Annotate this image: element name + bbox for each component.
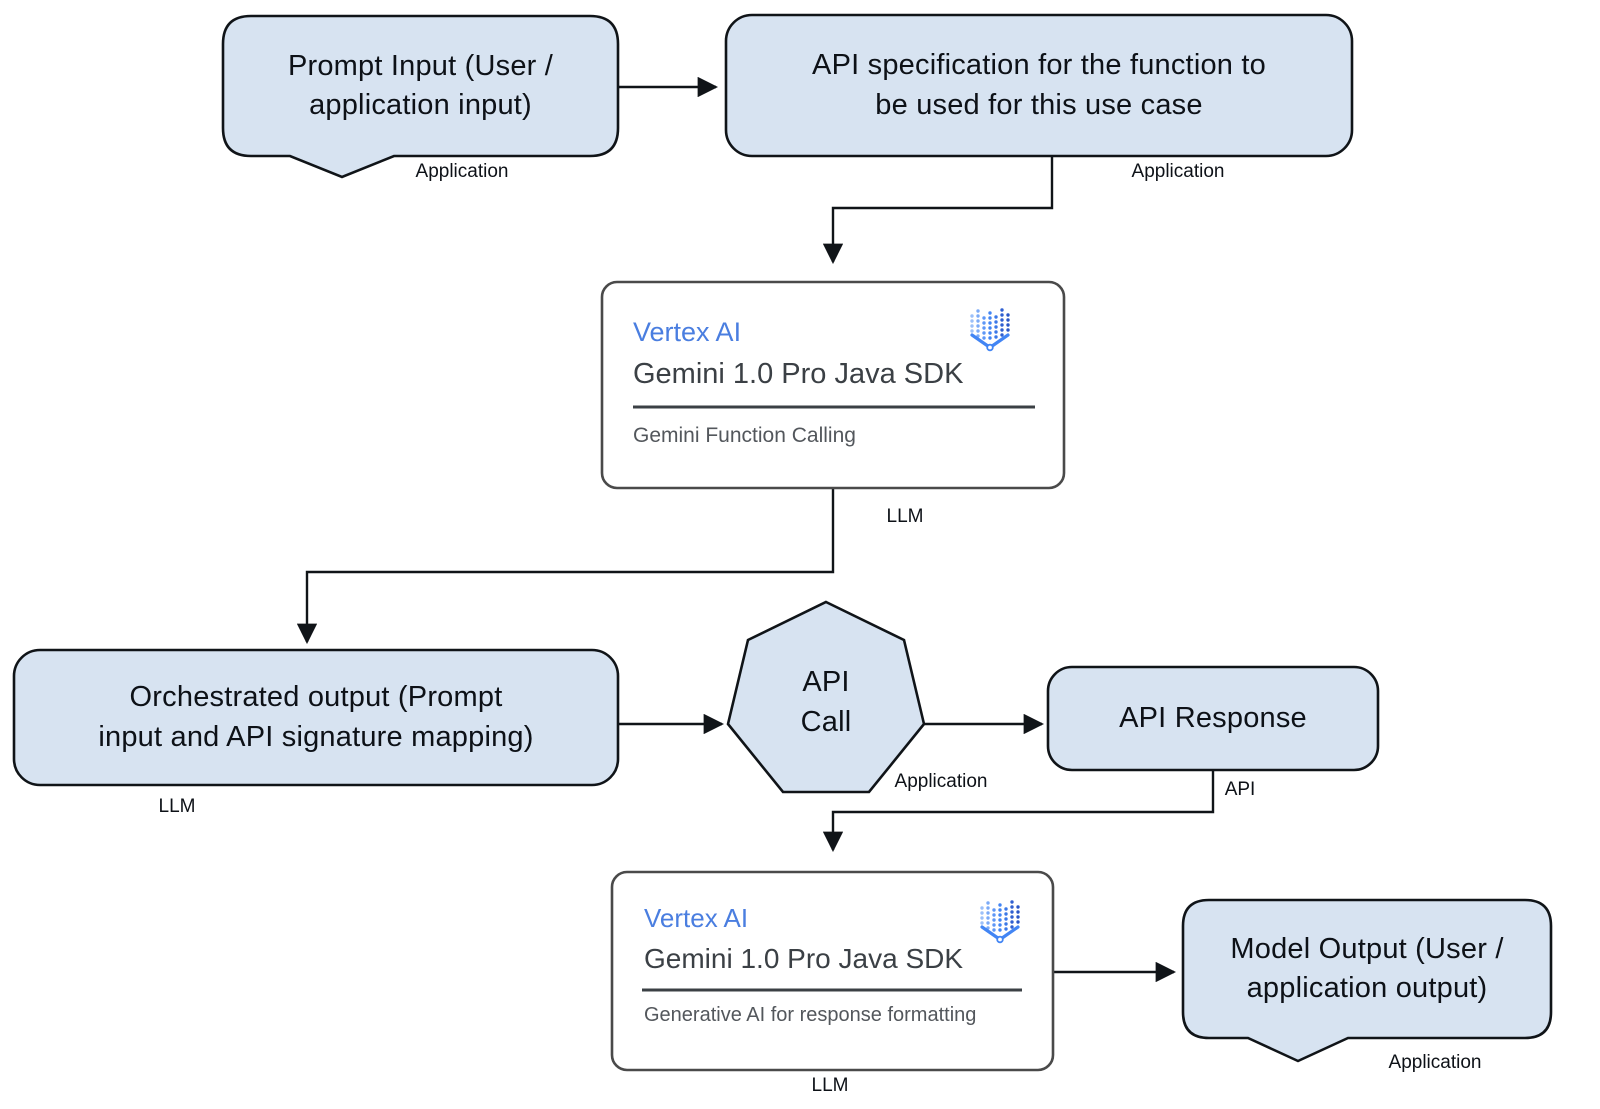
llm-card-top-shape xyxy=(600,280,1066,490)
llm-card-top-tag: LLM xyxy=(886,506,924,527)
llm-card-bottom-caption: Generative AI for response formatting xyxy=(644,1004,977,1026)
llm-card-top-product: Vertex AI xyxy=(633,317,742,347)
prompt-input-label: Prompt Input (User / application input) xyxy=(287,49,554,121)
api-response-label: API Response xyxy=(1119,701,1307,734)
prompt-input-node-shape xyxy=(221,14,620,179)
llm-card-bottom-shape xyxy=(610,870,1055,1072)
llm-card-top-caption: Gemini Function Calling xyxy=(633,424,856,447)
llm-card-top-sdk: Gemini 1.0 Pro Java SDK xyxy=(633,358,964,390)
api-call-tag: Application xyxy=(894,771,988,792)
api-spec-node-shape xyxy=(724,13,1354,158)
api-response-tag: API xyxy=(1224,779,1256,800)
connector-apiresponse-to-llm-bottom xyxy=(822,770,1215,853)
model-output-node-shape xyxy=(1181,898,1553,1063)
api-call-label: API Call xyxy=(800,666,852,738)
orchestrated-output-node-shape xyxy=(12,648,620,787)
api-spec-label: API specification for the function to be… xyxy=(812,49,1266,121)
api-spec-tag: Application xyxy=(1131,161,1225,182)
api-call-heptagon-shape xyxy=(726,600,926,794)
orchestrated-output-label: Orchestrated output (Prompt input and AP… xyxy=(98,681,534,753)
llm-card-bottom-tag: LLM xyxy=(811,1075,849,1096)
connector-llm-top-to-orchestrated xyxy=(296,488,835,645)
llm-card-bottom-product: Vertex AI xyxy=(644,903,749,933)
llm-card-bottom-sdk: Gemini 1.0 Pro Java SDK xyxy=(644,943,964,974)
orchestrated-output-tag: LLM xyxy=(158,796,196,817)
connector-apispec-to-llm-top xyxy=(822,156,1054,265)
prompt-input-tag: Application xyxy=(415,161,509,182)
model-output-label: Model Output (User / application output) xyxy=(1230,932,1504,1004)
api-response-node-shape xyxy=(1046,665,1380,772)
model-output-tag: Application xyxy=(1388,1052,1482,1073)
